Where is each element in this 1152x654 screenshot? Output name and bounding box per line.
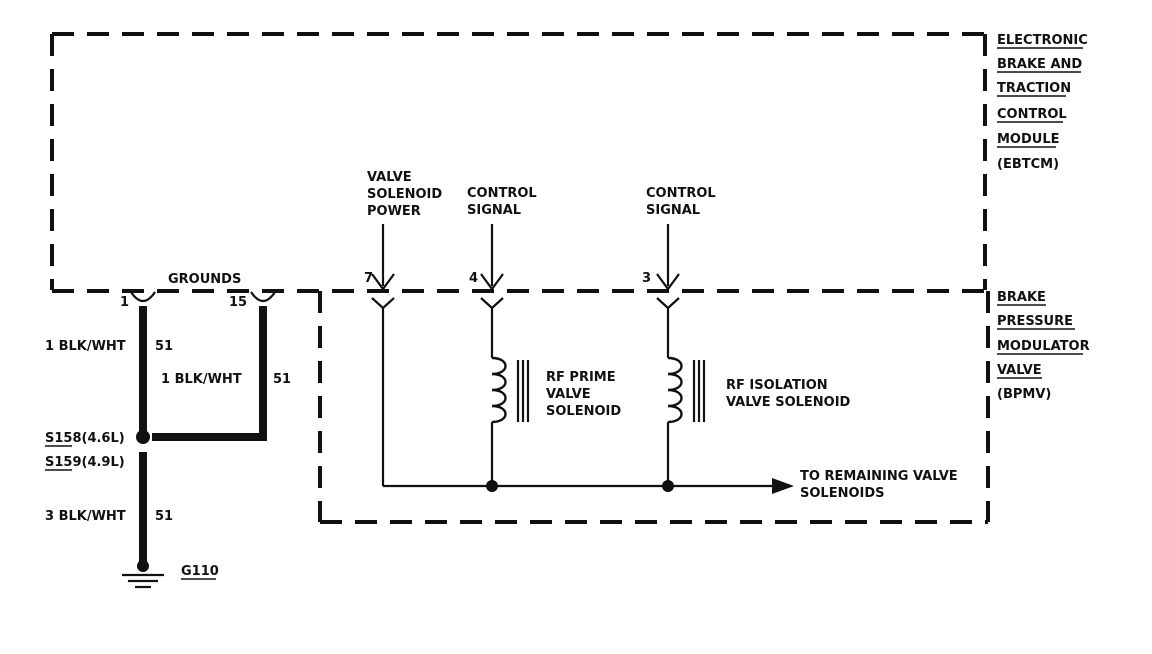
- ground-g110: G110: [122, 560, 219, 589]
- valve-power-line-2: SOLENOID: [367, 187, 442, 202]
- grounds-label: GROUNDS: [168, 272, 241, 287]
- control-3-line-1: CONTROL: [646, 186, 716, 201]
- solenoid-power-bus: [383, 478, 794, 494]
- ebtcm-line-1: ELECTRONIC: [997, 33, 1088, 48]
- control-signal-3-label: CONTROL SIGNAL: [646, 186, 716, 218]
- ground-dot: [137, 560, 149, 572]
- control-4-line-1: CONTROL: [467, 186, 537, 201]
- pin-7-label: 7: [364, 271, 373, 286]
- splice-s159-label: S159(4.9L): [45, 455, 125, 470]
- connector-pin-7: 7: [364, 224, 395, 486]
- rf-prime-line-1: RF PRIME: [546, 370, 616, 385]
- splice-s158-label: S158(4.6L): [45, 431, 125, 446]
- rf-isolation-solenoid-label: RF ISOLATION VALVE SOLENOID: [726, 378, 851, 410]
- pin-1-label: 1: [120, 295, 129, 310]
- rf-isolation-line-2: VALVE SOLENOID: [726, 395, 851, 410]
- junction-dot-prime: [486, 480, 498, 492]
- pin-4-label: 4: [469, 271, 478, 286]
- control-4-line-2: SIGNAL: [467, 203, 521, 218]
- connector-pin-15: 15: [229, 291, 276, 310]
- bpmv-line-4: VALVE: [997, 363, 1042, 378]
- rf-prime-line-2: VALVE: [546, 387, 591, 402]
- wire-15-color: 1 BLK/WHT: [161, 372, 242, 387]
- valve-power-line-3: POWER: [367, 204, 421, 219]
- ebtcm-line-2: BRAKE AND: [997, 57, 1082, 72]
- control-3-line-2: SIGNAL: [646, 203, 700, 218]
- ground-label: G110: [181, 564, 219, 579]
- wire-15-circuit: 51: [273, 372, 291, 387]
- bpmv-line-2: PRESSURE: [997, 314, 1073, 329]
- ebtcm-label: ELECTRONIC BRAKE AND TRACTION CONTROL MO…: [997, 33, 1088, 172]
- remaining-line-1: TO REMAINING VALVE: [800, 469, 958, 484]
- valve-power-line-1: VALVE: [367, 170, 412, 185]
- splice: S158(4.6L) S159(4.9L): [45, 430, 150, 471]
- remaining-solenoids-label: TO REMAINING VALVE SOLENOIDS: [800, 469, 958, 501]
- bpmv-label: BRAKE PRESSURE MODULATOR VALVE (BPMV): [997, 290, 1090, 402]
- wire-1-color: 1 BLK/WHT: [45, 339, 126, 354]
- rf-prime-solenoid-coil: [491, 356, 530, 424]
- pin-3-label: 3: [642, 271, 651, 286]
- arrow-right-icon: [772, 478, 794, 494]
- remaining-line-2: SOLENOIDS: [800, 486, 885, 501]
- bpmv-line-1: BRAKE: [997, 290, 1046, 305]
- ebtcm-line-4: CONTROL: [997, 107, 1067, 122]
- wire-1-circuit: 51: [155, 339, 173, 354]
- ground-wires: [139, 306, 267, 566]
- junction-dot-isolation: [662, 480, 674, 492]
- connector-pin-4: 4: [469, 224, 504, 486]
- bpmv-line-5: (BPMV): [997, 387, 1051, 402]
- ebtcm-boundary: [50, 32, 987, 293]
- pin-15-label: 15: [229, 295, 247, 310]
- rf-prime-line-3: SOLENOID: [546, 404, 621, 419]
- connector-pin-3: 3: [642, 224, 680, 486]
- control-signal-4-label: CONTROL SIGNAL: [467, 186, 537, 218]
- ebtcm-line-6: (EBTCM): [997, 157, 1059, 172]
- splice-dot: [136, 430, 150, 444]
- wire-3-color: 3 BLK/WHT: [45, 509, 126, 524]
- bpmv-boundary: [318, 291, 990, 524]
- connector-pin-1: 1: [120, 291, 156, 310]
- rf-isolation-solenoid-coil: [667, 356, 706, 424]
- ebtcm-line-3: TRACTION: [997, 81, 1071, 96]
- ebtcm-line-5: MODULE: [997, 132, 1060, 147]
- rf-prime-solenoid-label: RF PRIME VALVE SOLENOID: [546, 370, 621, 419]
- valve-power-label: VALVE SOLENOID POWER: [367, 170, 442, 219]
- wire-3-circuit: 51: [155, 509, 173, 524]
- bpmv-line-3: MODULATOR: [997, 339, 1090, 354]
- rf-isolation-line-1: RF ISOLATION: [726, 378, 828, 393]
